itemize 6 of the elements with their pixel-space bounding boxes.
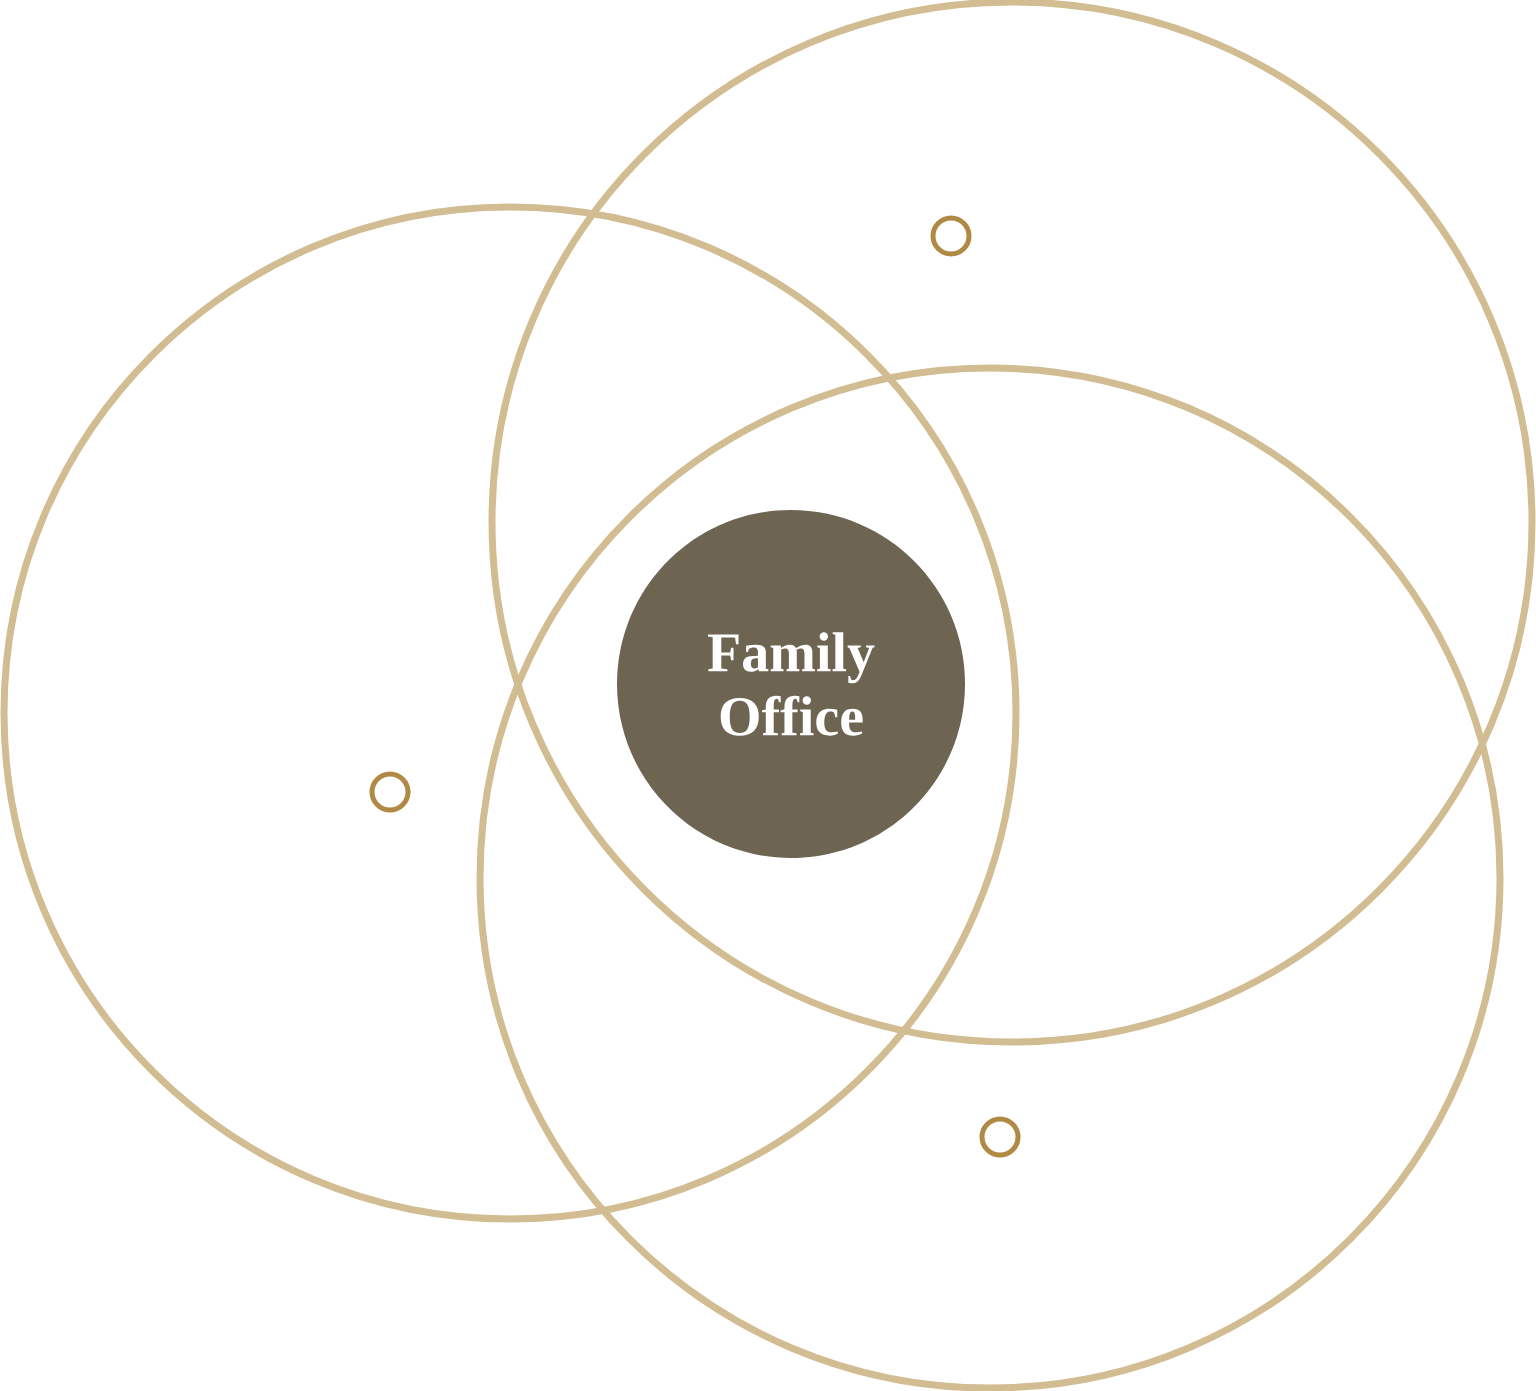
small-ring — [369, 771, 411, 813]
large-ring — [0, 203, 1020, 1223]
small-ring — [979, 1116, 1021, 1158]
large-ring — [488, 0, 1536, 1046]
large-ring — [476, 364, 1504, 1391]
small-ring — [930, 215, 972, 257]
